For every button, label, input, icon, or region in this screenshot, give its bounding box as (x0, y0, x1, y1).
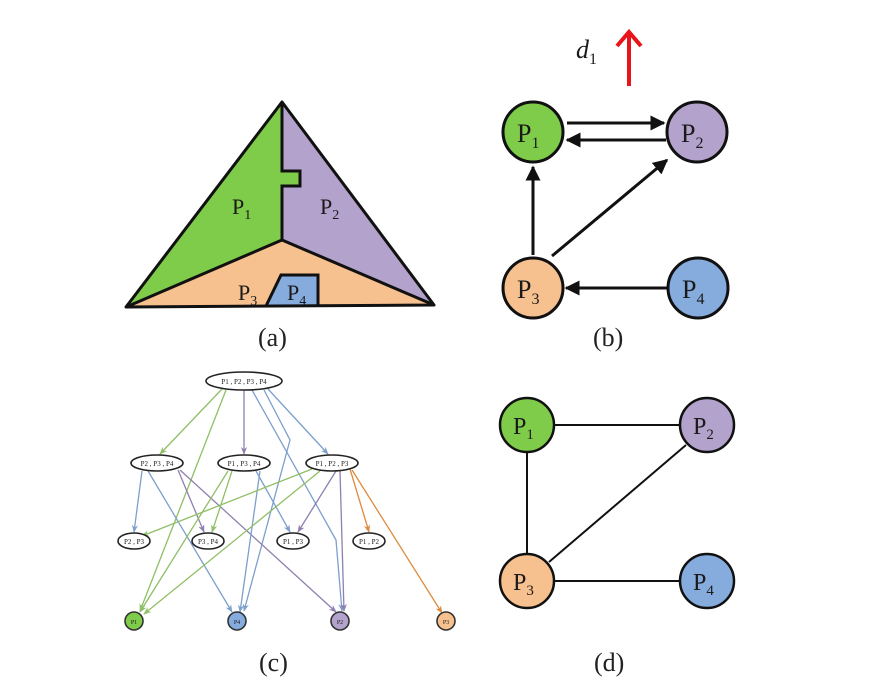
tree-edge-3 (251, 389, 345, 612)
graph-d-node-p4: P4 (678, 552, 736, 610)
svg-text:P1 , P3: P1 , P3 (283, 538, 304, 546)
p3-border (125, 238, 435, 309)
tree-leaf-p3: P3 (436, 611, 456, 631)
panel-b: d1 P1 P2 P3 P4 (b) (501, 28, 730, 352)
tree-leaf-p2: P2 (330, 611, 350, 631)
tree-edge-8 (177, 469, 205, 533)
region-p4 (266, 275, 318, 306)
p4-border (264, 273, 320, 307)
svg-text:P1 , P2 , P3 , P4: P1 , P2 , P3 , P4 (221, 378, 267, 386)
tree-edge-4 (267, 388, 329, 455)
tree-node-l2-2: P1 , P2 , P3 (305, 454, 359, 472)
tree-node-l3-3: P1 , P2 (352, 532, 386, 550)
tree-node-l2-0: P2 , P3 , P4 (130, 454, 184, 472)
tree-edge-9 (179, 469, 337, 613)
svg-text:P1: P1 (131, 620, 137, 626)
region-label-p3: P3 (238, 280, 257, 309)
svg-text:P4: P4 (682, 275, 704, 308)
tree-edge-1 (139, 389, 227, 612)
tree-edges (131, 388, 443, 615)
tree-node-l3-2: P1 , P3 (276, 532, 310, 550)
region-p3 (126, 240, 434, 307)
svg-text:P3: P3 (517, 275, 539, 308)
svg-text:P1 , P3 , P4: P1 , P3 , P4 (228, 460, 261, 468)
tree-edge-12 (255, 470, 291, 533)
tree-edge-6 (131, 470, 143, 533)
region-label-p1: P1 (232, 194, 251, 223)
edge-p3-to-p2 (551, 158, 669, 258)
tree-edge-7 (147, 470, 233, 613)
region-label-p4: P4 (287, 280, 306, 309)
caption-b: (b) (593, 323, 623, 352)
caption-a: (a) (258, 323, 287, 352)
tree-edge-13 (237, 470, 261, 613)
svg-text:P2: P2 (337, 620, 343, 626)
graph-d-node-p2: P2 (678, 396, 736, 454)
direction-arrow-icon (615, 28, 643, 86)
tree-node-l2-1: P1 , P3 , P4 (217, 454, 271, 472)
tree-root-node: P1 , P2 , P3 , P4 (205, 371, 283, 391)
svg-text:P1: P1 (513, 414, 534, 443)
panel-a: P1 P2 P3 P4 (a) (124, 100, 436, 352)
caption-c: (c) (259, 648, 288, 677)
tree-node-l3-1: P3 , P4 (191, 532, 225, 550)
panel-c: P1 , P2 , P3 , P4 P2 , P3 , P4 P1 , P3 ,… (117, 371, 456, 677)
panel-d: P1 P2 P3 P4 (d) (498, 396, 736, 677)
tree-edge-15 (143, 470, 321, 615)
edge-p2-p3 (548, 444, 687, 563)
tree-edge-14 (141, 468, 313, 537)
svg-text:P3 , P4: P3 , P4 (198, 538, 219, 546)
graph-b-node-p1: P1 (501, 100, 565, 164)
svg-text:P1 , P2 , P3: P1 , P2 , P3 (316, 460, 349, 468)
svg-text:P2 , P3: P2 , P3 (124, 538, 145, 546)
tree-edge-10 (211, 470, 233, 533)
svg-text:P2: P2 (693, 414, 714, 443)
tree-edge-16 (297, 470, 337, 533)
tree-edge-11 (139, 470, 229, 613)
direction-label: d1 (576, 35, 597, 68)
triangle-outline (124, 100, 436, 309)
svg-text:P1 , P2: P1 , P2 (359, 538, 380, 546)
graph-b-node-p3: P3 (501, 256, 565, 320)
tree-edge-18 (349, 468, 370, 533)
graph-d-node-p1: P1 (498, 396, 556, 454)
svg-text:P3: P3 (443, 620, 449, 626)
tree-edge-17 (339, 470, 347, 612)
svg-text:P2 , P3 , P4: P2 , P3 , P4 (141, 460, 174, 468)
region-label-p2: P2 (320, 194, 339, 223)
caption-d: (d) (594, 648, 624, 677)
tree-edge-19 (351, 469, 443, 614)
svg-text:P4: P4 (234, 620, 240, 626)
graph-b-node-p2: P2 (665, 100, 729, 164)
svg-text:P2: P2 (681, 119, 703, 152)
tree-edge-5 (242, 389, 291, 612)
tree-leaf-p1: P1 (124, 611, 144, 631)
graph-b-node-p4: P4 (666, 256, 730, 320)
svg-text:P4: P4 (693, 570, 714, 599)
region-p1 (126, 102, 300, 307)
tree-node-l3-0: P2 , P3 (117, 532, 151, 550)
svg-text:P1: P1 (517, 119, 539, 152)
tree-edge-0 (159, 388, 223, 455)
svg-text:P3: P3 (513, 570, 534, 599)
p1-p2-border (280, 102, 302, 240)
graph-d-node-p3: P3 (498, 552, 556, 610)
tree-leaf-p4: P4 (227, 611, 247, 631)
